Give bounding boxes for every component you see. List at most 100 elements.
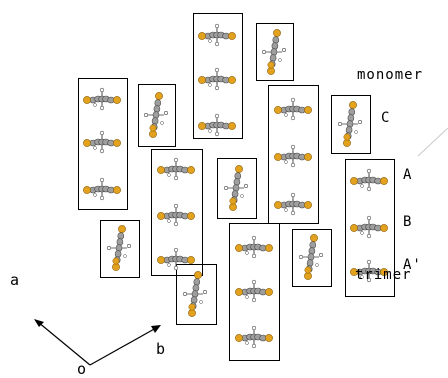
hydrogen-atom [261,49,266,54]
hydrogen-atom [284,113,288,117]
hydrogen-atom [290,210,296,216]
metal-atom [274,153,282,161]
metal-atom [304,153,312,161]
molecule-frame [256,23,294,81]
hydrogen-atom [214,41,220,47]
hydrogen-atom [173,157,179,163]
hydrogen-atom [203,289,208,294]
carbon-atom [233,178,241,186]
site-c-label: C [381,110,391,126]
metal-atom [187,166,195,174]
metal-atom [380,268,388,276]
hydrogen-atom [99,195,105,201]
b-axis-arrowhead [151,325,161,333]
metal-atom [304,266,312,274]
hydrogen-atom [167,173,171,177]
stacked-molecule [274,97,312,121]
carbon-atom [345,126,353,134]
axis-b-label: b [156,340,167,358]
carbon-atom [152,111,160,119]
edge-on-molecule [107,225,132,271]
metal-atom [155,92,163,100]
metal-atom [113,186,121,194]
carbon-atom [232,184,240,192]
molecule-frame [100,220,140,278]
hydrogen-atom [214,67,220,73]
hydrogen-atom [164,111,169,116]
metal-atom [235,244,243,252]
axis-origin-label: o [77,360,88,378]
molecule-frame [78,78,128,210]
monomer-label: monomer [357,67,424,83]
metal-atom [113,139,121,147]
metal-atom [188,309,196,317]
stacked-molecule [350,259,388,283]
hydrogen-atom [99,130,105,136]
hydrogen-atom [366,168,372,174]
metal-atom [235,334,243,342]
edge-on-molecule [144,92,169,138]
carbon-atom [271,42,279,50]
metal-atom [228,32,236,40]
carbon-atom [192,284,200,292]
hydrogen-atom [240,194,244,198]
hydrogen-atom [290,97,296,103]
hydrogen-atom [183,291,188,296]
hydrogen-atom [214,113,220,119]
hydrogen-atom [298,255,303,260]
hydrogen-atom [366,233,372,239]
hydrogen-atom [173,175,179,181]
hydrogen-atom [290,115,296,121]
hydrogen-atom [173,221,179,227]
molecule-frame [176,264,217,325]
metal-atom [188,303,196,311]
metal-atom [149,130,157,138]
axis-a-label: a [10,271,21,289]
hydrogen-atom [251,279,257,285]
hydrogen-atom [99,148,105,154]
metal-atom [229,197,237,205]
hydrogen-atom [144,113,149,118]
metal-atom [112,257,120,265]
hydrogen-atom [354,130,358,134]
metal-atom [187,256,195,264]
hydrogen-atom [251,325,257,331]
hydrogen-atom [208,39,212,43]
stacked-molecule [235,235,273,259]
hydrogen-atom [173,203,179,209]
molecule-frame [345,159,395,297]
metal-atom [350,224,358,232]
hydrogen-atom [173,247,179,253]
metal-atom [267,61,275,69]
hydrogen-atom [99,87,105,93]
hydrogen-atom [245,251,249,255]
metal-atom [83,96,91,104]
hydrogen-atom [337,122,342,127]
metal-atom [343,139,351,147]
molecule-frames [78,13,395,361]
carbon-atom [269,54,277,62]
metal-atom [229,203,237,211]
metal-atom [235,288,243,296]
carbon-atom [346,120,354,128]
carbon-atom [347,114,355,122]
molecule-frame [138,84,176,147]
hydrogen-atom [281,47,286,52]
metal-atom [118,225,126,233]
carbon-atom [309,241,317,249]
stacked-molecule [350,168,388,192]
stacked-molecule [198,23,236,47]
metal-atom [157,212,165,220]
metal-atom [113,96,121,104]
hydrogen-atom [360,231,364,235]
carbon-atom [270,48,278,56]
edge-on-molecule [224,165,249,211]
hydrogen-atom [366,186,372,192]
metal-atom [265,334,273,342]
metal-atom [304,106,312,114]
hydrogen-atom [244,184,249,189]
carbon-atom [115,244,123,252]
molecule-frame [292,229,332,287]
hydrogen-atom [284,208,288,212]
